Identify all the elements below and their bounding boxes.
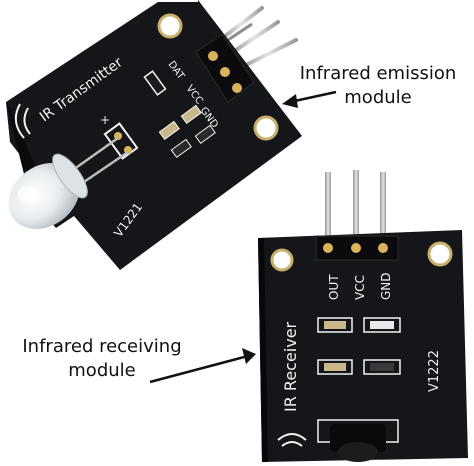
- transmitter-module: IR Transmitter DAT VCC GND +: [6, 0, 302, 270]
- emission-callout-line2: module: [344, 87, 412, 108]
- emission-callout-label: Infrared emission module: [288, 62, 468, 110]
- transmitter-smd-components: [143, 70, 216, 159]
- receiver-version-label: V1222: [427, 350, 442, 392]
- ir-wave-icon: [14, 103, 31, 139]
- receiver-module: OUT VCC GND IR Receiver V1222: [258, 170, 468, 462]
- receiver-pin-vcc-label: VCC: [353, 275, 367, 300]
- receiver-ir-wave-icon: [277, 433, 307, 447]
- ir-receiver-sensor: [317, 419, 399, 462]
- receiving-callout-label: Infrared receiving module: [0, 335, 204, 383]
- transmitter-mount-hole-top: [157, 13, 183, 39]
- receiver-pin-gnd-label: GND: [379, 272, 393, 300]
- emission-callout-arrow: [282, 90, 337, 108]
- transmitter-mount-hole-bottom: [253, 115, 279, 141]
- receiving-callout-line1: Infrared receiving: [22, 336, 182, 357]
- transmitter-plus-mark: +: [100, 113, 110, 127]
- receiver-smd-components: [317, 317, 401, 375]
- receiving-callout-arrow: [149, 348, 256, 384]
- emission-callout-line1: Infrared emission: [299, 63, 457, 84]
- receiver-pcb-board: [258, 230, 468, 462]
- receiver-mount-hole-left: [270, 248, 294, 272]
- receiver-header-pins: [325, 170, 386, 242]
- receiver-mount-hole-right: [427, 241, 453, 267]
- receiving-callout-line2: module: [68, 360, 136, 381]
- ir-led: [8, 153, 88, 229]
- receiver-pin-out-label: OUT: [327, 274, 341, 300]
- receiver-name-label: IR Receiver: [281, 321, 300, 412]
